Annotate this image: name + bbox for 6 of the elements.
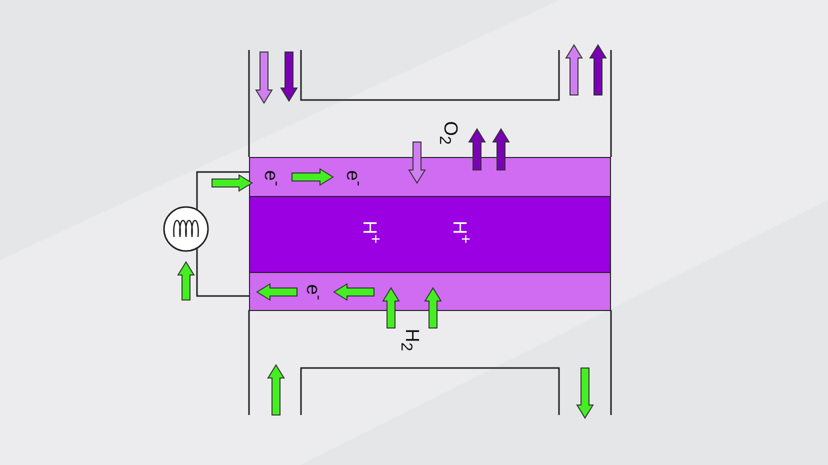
lamp-symbol — [163, 206, 209, 252]
membrane-layer — [249, 196, 611, 273]
electrode-layer — [249, 157, 611, 197]
wire — [196, 171, 253, 210]
electrode-layer — [249, 272, 611, 311]
wire — [196, 248, 298, 301]
